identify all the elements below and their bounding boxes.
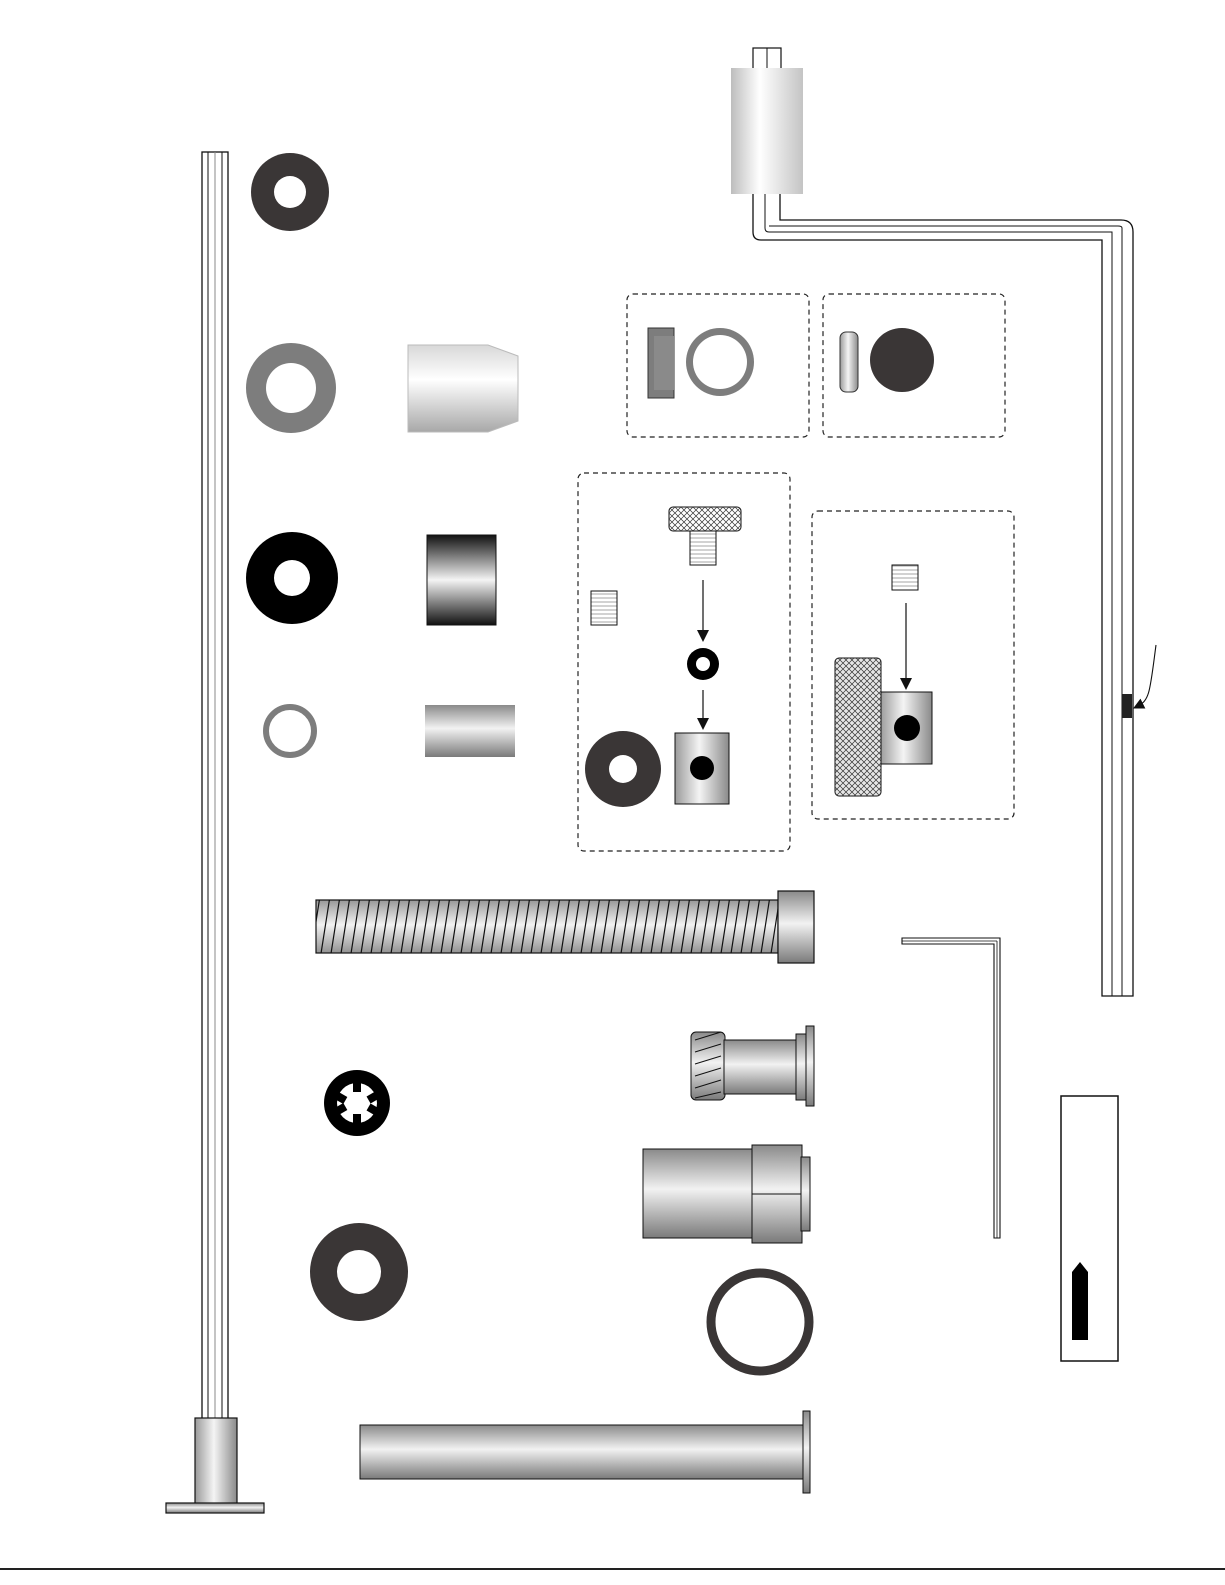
- spacer-short: [425, 705, 515, 757]
- washer-gray: [246, 343, 336, 433]
- o-ring: [711, 1273, 809, 1371]
- detail-box-thumbscrew-assembly: [578, 473, 790, 851]
- long-rod: [166, 152, 264, 1513]
- detail-box-knob-assembly: [812, 511, 1014, 819]
- washer-dark-1: [251, 153, 329, 231]
- detail-box-bushing: [627, 294, 809, 437]
- orientation-card: [1061, 1096, 1118, 1361]
- washer-black: [246, 532, 338, 624]
- tapered-sleeve: [408, 345, 518, 432]
- detail-box-cap: [823, 294, 1005, 437]
- ring-gray-small: [266, 707, 314, 755]
- washer-dark-2: [310, 1223, 408, 1321]
- bottom-rule: [0, 1568, 1225, 1570]
- hex-coupling: [643, 1145, 810, 1243]
- flanged-bushing: [691, 1026, 814, 1106]
- up-arrow-icon: [1072, 1262, 1088, 1340]
- flanged-pin: [360, 1411, 810, 1493]
- spacer-gradient: [427, 535, 496, 625]
- crank-handle: [731, 48, 1156, 996]
- hex-key: [902, 938, 1000, 1238]
- internal-lock-washer: [324, 1070, 390, 1136]
- threaded-screw: [316, 891, 814, 963]
